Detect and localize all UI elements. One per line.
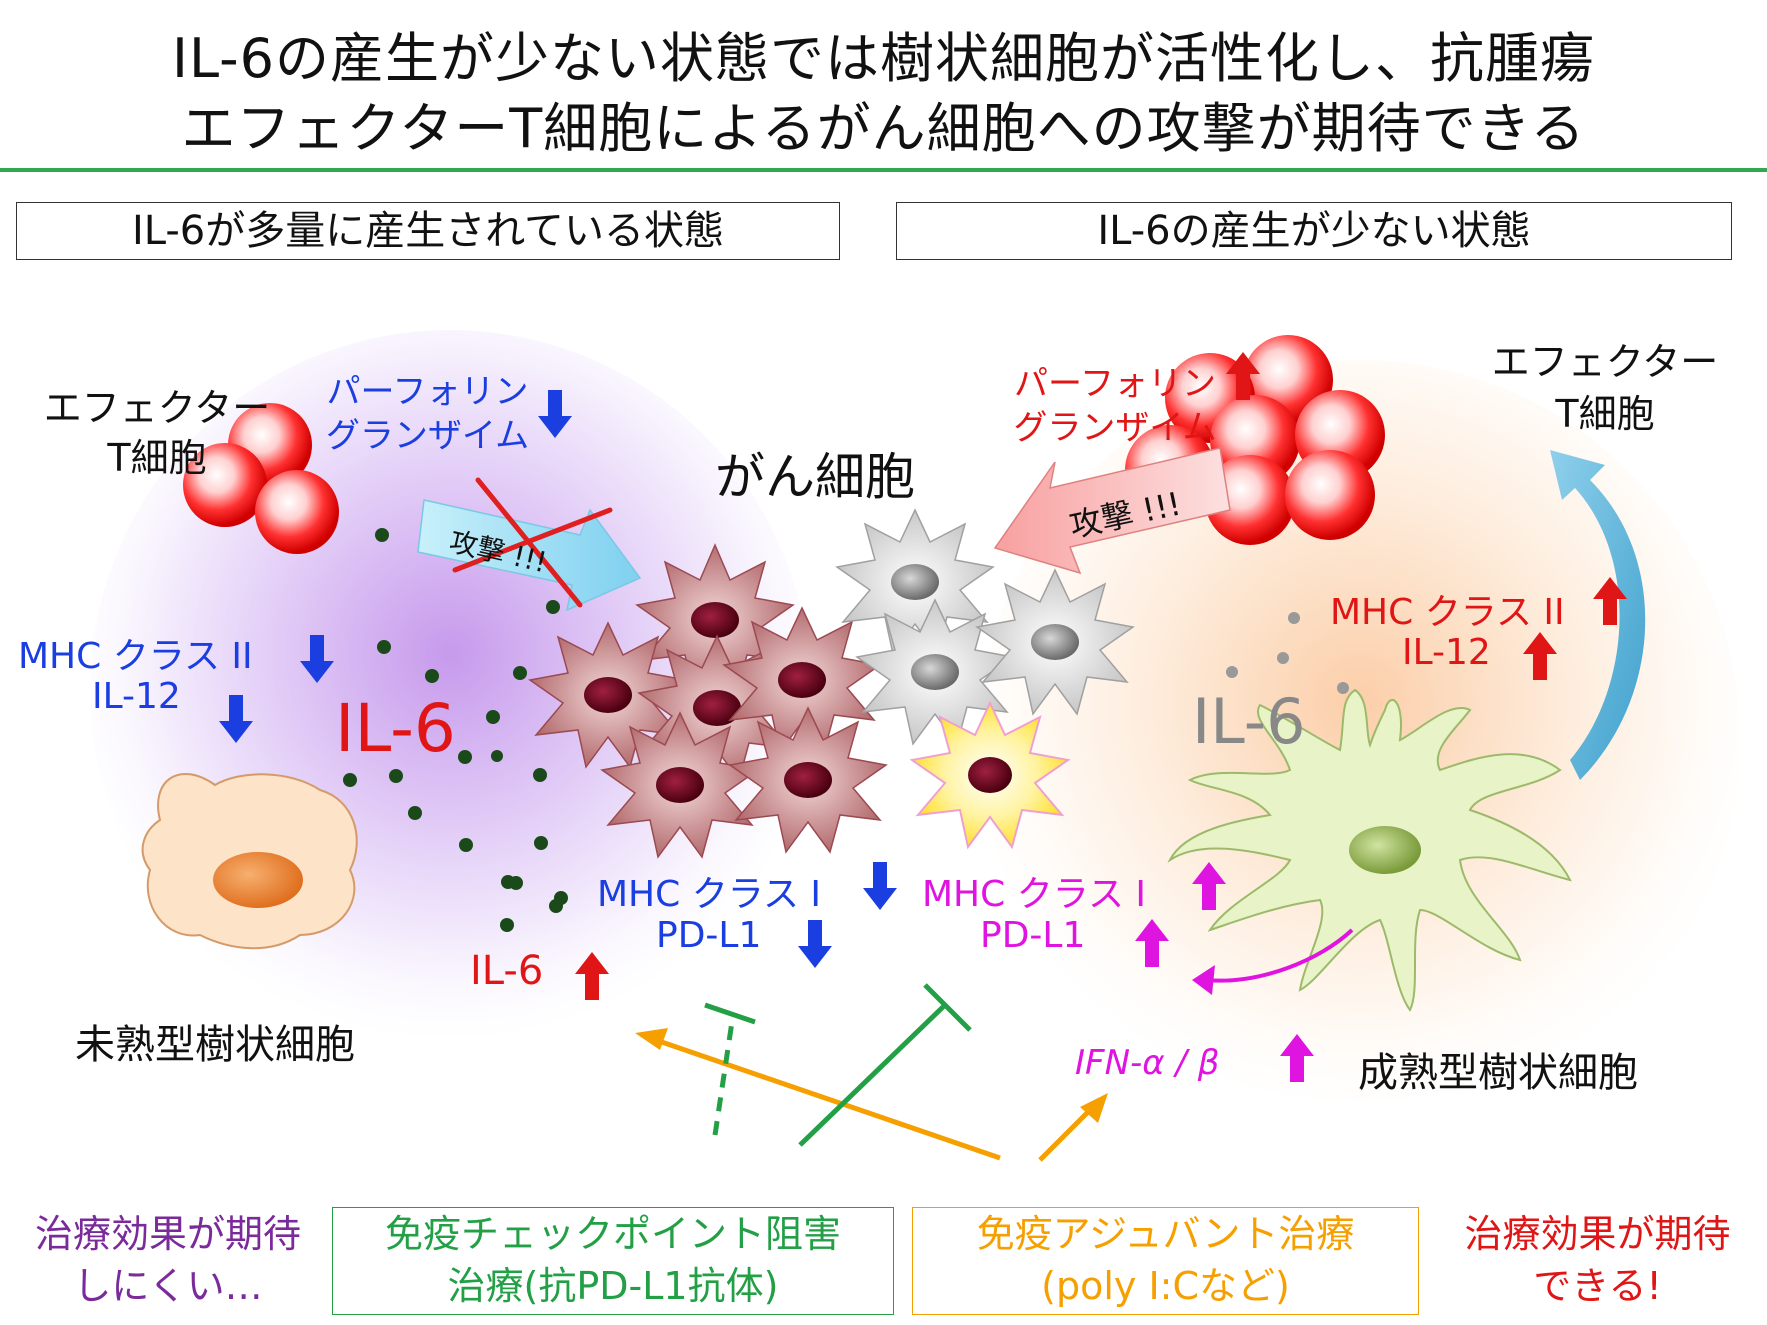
mhc1-right-label: MHC クラス I [922,874,1147,915]
left-il6-small-label: IL-6 [470,948,544,994]
left-effector-label: エフェクター T細胞 [43,386,271,480]
adjuvant-line-1: 免疫アジュバント治療 [976,1212,1355,1256]
magenta-up-arrows [1135,862,1314,1082]
pdl1-right-label: PD-L1 [980,915,1086,956]
left-outcome-label: 治療効果が期待 しにくい… [34,1212,301,1308]
right-il6-big-label: IL-6 [1192,685,1306,758]
immature-dendritic-cell [141,773,358,950]
orange-arrows [649,1035,1097,1162]
mature-dc-label: 成熟型樹状細胞 [1358,1050,1638,1096]
immature-dc-label: 未熟型樹状細胞 [75,1022,355,1068]
left-il12-label: IL-12 [92,676,181,717]
orange-arrowhead-right [1080,1093,1108,1123]
right-attack-arrow [993,447,1231,575]
blue-down-arrows [219,390,897,968]
left-perforin-label: パーフォリン グランザイム [325,372,530,456]
damaged-cancer-cells [528,543,888,859]
title-line-1: IL-6の産生が少ない状態では樹状細胞が活性化し、抗腫瘍 [172,27,1595,90]
left-effector-t-cells [183,403,339,554]
il6-dots-left [343,528,568,932]
activation-curved-arrow [1550,450,1646,780]
mature-dendritic-cell [1167,688,1572,1012]
orange-arrowhead-left [635,1028,668,1050]
adjuvant-box: 免疫アジュバント治療 (poly I:Cなど) [912,1207,1419,1315]
right-mhc2-label: MHC クラス II [1330,592,1565,633]
left-mhc2-label: MHC クラス II [18,636,253,677]
cancer-cell-label: がん細胞 [715,448,915,506]
magenta-curved-arrow [1204,928,1354,983]
right-outcome-label: 治療効果が期待 できる! [1464,1212,1731,1308]
mhc1-left-label: MHC クラス I [597,874,822,915]
right-effector-t-cells [1125,335,1385,545]
red-up-arrows [575,352,1627,1000]
title-divider [0,168,1767,172]
checkpoint-line-1: 免疫チェックポイント阻害 [384,1212,841,1256]
left-panel-label: IL-6が多量に産生されている状態 [16,202,840,260]
attack-cross-mark [452,477,613,608]
adjuvant-line-2: (poly I:Cなど) [1041,1264,1290,1308]
title-line-2: エフェクターT細胞によるがん細胞への攻撃が期待できる [181,97,1586,160]
magenta-arrowhead [1192,965,1215,995]
ifn-label: IFN-α / β [1075,1043,1220,1083]
checkpoint-box: 免疫チェックポイント阻害 治療(抗PD-L1抗体) [332,1207,894,1315]
right-panel-label: IL-6の産生が少ない状態 [896,202,1732,260]
right-il12-label: IL-12 [1402,632,1491,673]
right-perforin-label: パーフォリン グランザイム [1013,364,1217,448]
left-il6-big-label: IL-6 [335,690,456,767]
pdl1-left-label: PD-L1 [656,915,762,956]
checkpoint-line-2: 治療(抗PD-L1抗体) [447,1264,779,1308]
left-attack-arrow [417,499,642,612]
live-cancer-cells [835,508,1135,850]
right-effector-label: エフェクター T細胞 [1491,340,1719,436]
green-inhibition-lines [704,983,972,1147]
